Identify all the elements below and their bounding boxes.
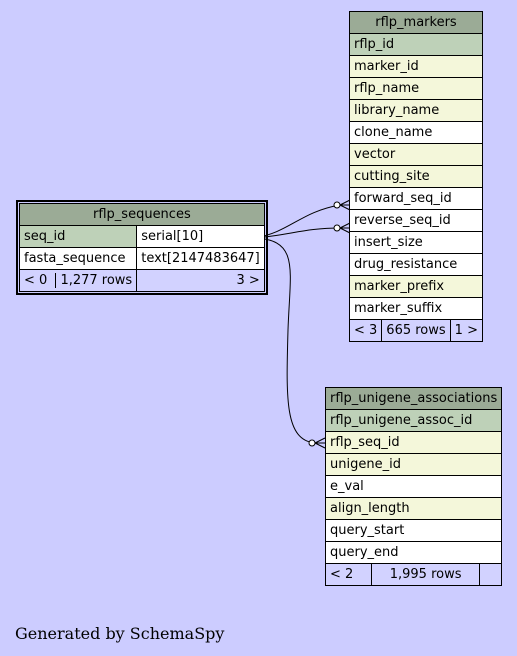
table-row[interactable]: forward_seq_id: [349, 187, 483, 210]
footer-children[interactable]: 3 >: [136, 269, 265, 292]
column-name: marker_id: [349, 55, 483, 78]
row-count: 1,277 rows: [55, 273, 133, 288]
footer-parents[interactable]: < 0 1,277 rows: [18, 269, 138, 292]
column-name: insert_size: [349, 231, 483, 254]
column-name: align_length: [324, 497, 503, 520]
table-row[interactable]: rflp_unigene_assoc_id: [324, 409, 503, 432]
column-name: seq_id: [18, 225, 138, 248]
column-name: cutting_site: [349, 165, 483, 188]
table-rflp-sequences[interactable]: rflp_sequences seq_id serial[10] fasta_s…: [16, 200, 268, 295]
table-row[interactable]: rflp_seq_id: [324, 431, 503, 454]
table-row[interactable]: marker_prefix: [349, 275, 483, 298]
edge-reverse-seq-id: [254, 227, 341, 239]
column-name: rflp_seq_id: [324, 431, 503, 454]
edge-end-circle: [333, 201, 341, 209]
footer-children[interactable]: [479, 563, 503, 586]
table-footer: < 0 1,277 rows 3 >: [18, 269, 265, 292]
parents-count: < 0: [24, 273, 48, 288]
table-header[interactable]: rflp_markers: [349, 11, 483, 34]
column-name: rflp_id: [349, 33, 483, 56]
table-row[interactable]: clone_name: [349, 121, 483, 144]
table-row[interactable]: e_val: [324, 475, 503, 498]
row-count: 1,995 rows: [370, 563, 481, 586]
column-name: library_name: [349, 99, 483, 122]
column-name: clone_name: [349, 121, 483, 144]
column-name: fasta_sequence: [18, 247, 138, 270]
column-type: serial[10]: [136, 225, 265, 248]
generated-by-text: Generated by SchemaSpy: [15, 624, 225, 643]
table-row[interactable]: marker_suffix: [349, 297, 483, 320]
edge-end-circle: [333, 224, 341, 232]
table-header[interactable]: rflp_sequences: [19, 203, 265, 226]
table-row[interactable]: drug_resistance: [349, 253, 483, 276]
table-footer: < 2 1,995 rows: [325, 563, 503, 586]
table-footer: < 3 665 rows 1 >: [348, 319, 483, 342]
column-name: e_val: [324, 475, 503, 498]
table-row[interactable]: cutting_site: [349, 165, 483, 188]
footer-parents[interactable]: < 2: [325, 563, 372, 586]
table-row[interactable]: rflp_name: [349, 77, 483, 100]
table-row[interactable]: rflp_id: [349, 33, 483, 56]
column-name: unigene_id: [324, 453, 503, 476]
column-name: rflp_unigene_assoc_id: [324, 409, 503, 432]
column-type: text[2147483647]: [136, 247, 265, 270]
edge-rflp-seq-id: [254, 237, 316, 444]
column-name: reverse_seq_id: [349, 209, 483, 232]
table-rflp-markers[interactable]: rflp_markers rflp_id marker_id rflp_name…: [348, 11, 483, 342]
table-row[interactable]: fasta_sequence text[2147483647]: [18, 247, 265, 270]
column-name: vector: [349, 143, 483, 166]
table-row[interactable]: seq_id serial[10]: [18, 225, 265, 248]
table-row[interactable]: align_length: [324, 497, 503, 520]
footer-parents[interactable]: < 3: [348, 319, 383, 342]
column-name: marker_prefix: [349, 275, 483, 298]
table-rflp-unigene-associations[interactable]: rflp_unigene_associations rflp_unigene_a…: [324, 387, 503, 586]
row-count: 665 rows: [381, 319, 451, 342]
footer-children[interactable]: 1 >: [449, 319, 483, 342]
edge-forward-seq-id: [254, 204, 341, 239]
table-row[interactable]: query_end: [324, 541, 503, 564]
table-row[interactable]: unigene_id: [324, 453, 503, 476]
table-row[interactable]: marker_id: [349, 55, 483, 78]
column-name: forward_seq_id: [349, 187, 483, 210]
column-name: marker_suffix: [349, 297, 483, 320]
column-name: query_end: [324, 541, 503, 564]
column-name: drug_resistance: [349, 253, 483, 276]
table-row[interactable]: reverse_seq_id: [349, 209, 483, 232]
column-name: rflp_name: [349, 77, 483, 100]
column-name: query_start: [324, 519, 503, 542]
table-row[interactable]: vector: [349, 143, 483, 166]
table-row[interactable]: library_name: [349, 99, 483, 122]
table-row[interactable]: insert_size: [349, 231, 483, 254]
table-row[interactable]: query_start: [324, 519, 503, 542]
table-header[interactable]: rflp_unigene_associations: [324, 387, 503, 410]
edge-end-circle: [308, 439, 316, 447]
